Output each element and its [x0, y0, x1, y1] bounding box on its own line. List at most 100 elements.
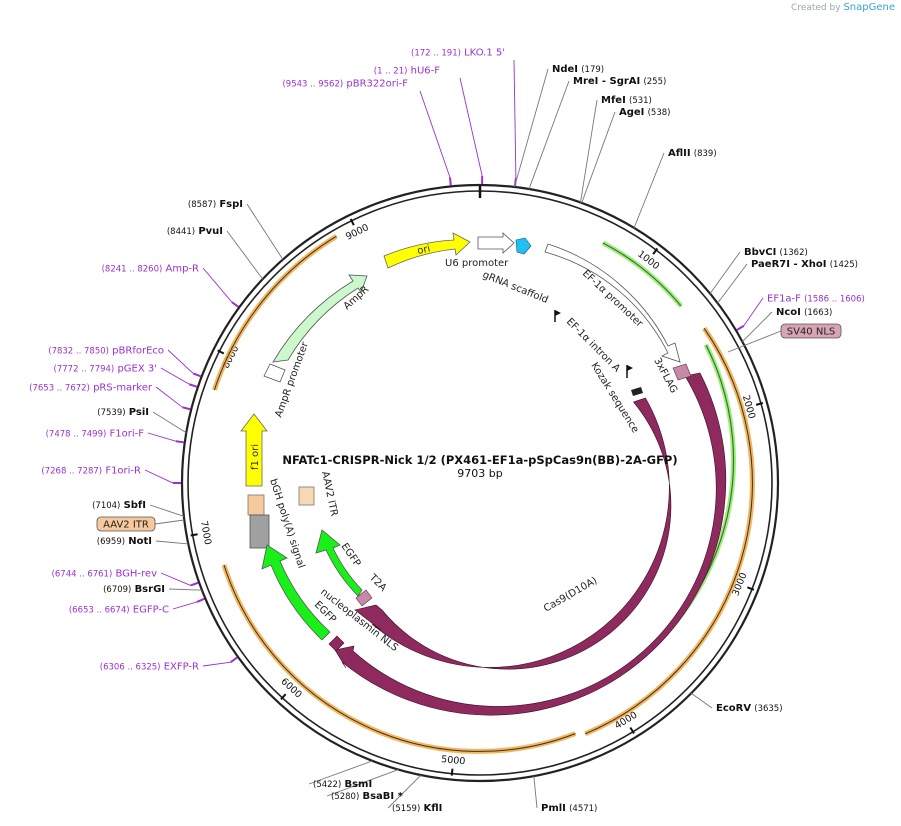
enzyme-position: (6709) [103, 585, 131, 595]
enzyme-label: BbvCI (1362) [744, 247, 808, 258]
enzyme-label: AgeI (538) [619, 107, 670, 118]
primer-range: (7478 .. 7499) [46, 430, 107, 440]
primer-name: BGH-rev [115, 569, 157, 580]
primer-label: (7832 .. 7850) pBRforEco [48, 346, 164, 357]
primer-site [182, 406, 191, 411]
t2a-box [355, 589, 373, 607]
aav2-itr-left-box [247, 494, 265, 516]
enzyme-position: (538) [648, 108, 671, 118]
primer-label: EF1a-F (1586 .. 1606) [767, 294, 865, 305]
enzyme-label: NdeI (179) [552, 64, 604, 75]
enzyme-name: MreI [573, 76, 598, 87]
enzyme-position: (8587) [188, 200, 216, 210]
bgh-box [249, 514, 270, 549]
enzyme-leader [168, 588, 202, 591]
primer-range: (1586 .. 1606) [804, 295, 865, 305]
enzyme-leader [246, 203, 284, 260]
primer-label: (1 .. 21) hU6-F [374, 66, 440, 77]
enzyme-leader [580, 99, 598, 203]
primer-leader [202, 267, 233, 303]
enzyme-name: FspI [219, 199, 243, 210]
tick-mark [280, 693, 287, 701]
enzyme-leader [709, 251, 741, 294]
enzyme-position: (255) [643, 77, 666, 87]
enzyme-extra: - SgrAI [598, 76, 640, 87]
primer-leader [172, 601, 198, 610]
label-cas9-d10a: Cas9(D10A) [542, 575, 599, 614]
ampr-promoter-arrow [263, 363, 286, 383]
enzyme-position: (5280) [331, 792, 359, 802]
primer-site [196, 597, 205, 603]
enzyme-position: (3635) [754, 704, 782, 714]
plasmid-size: 9703 bp [457, 467, 502, 480]
enzyme-name: NcoI [776, 307, 801, 318]
primer-site [190, 581, 199, 587]
snapgene-credit: Created by SnapGene [791, 2, 895, 13]
enzyme-name: BbvCI [744, 247, 776, 258]
enzyme-leader [717, 263, 748, 304]
enzyme-label: (6959) NotI [97, 536, 152, 547]
credit-prefix: Created by [791, 3, 841, 13]
tick-label: 9000 [344, 222, 371, 243]
primer-label: (6306 .. 6325) EXFP-R [100, 662, 199, 673]
enzyme-name: PvuI [198, 226, 223, 237]
primer-site [188, 383, 198, 388]
primer-range: (9543 .. 9562) [282, 80, 343, 90]
primer-label: (7772 .. 7794) pGEX 3' [54, 364, 157, 375]
primer-leader [160, 367, 190, 385]
enzyme-name: BsmI [344, 779, 372, 790]
tick-mark [450, 768, 454, 776]
feature-box-label: AAV2 ITR [103, 520, 149, 531]
primer-range: (6306 .. 6325) [100, 663, 161, 673]
enzyme-leader [149, 504, 185, 517]
primer-name: pBRforEco [112, 346, 164, 357]
primer-range: (8241 .. 8260) [102, 265, 163, 275]
orange-arc-right-line [585, 328, 753, 735]
enzyme-label: (7539) PsiI [97, 407, 149, 418]
enzyme-position: (1362) [780, 248, 808, 258]
primer-range: (7653 .. 7672) [29, 384, 90, 394]
ori-arrow [383, 232, 471, 269]
enzyme-leader [633, 152, 665, 229]
enzyme-name: NdeI [552, 64, 578, 75]
enzyme-extra: * [394, 791, 403, 802]
ef1a-promoter-arrow [544, 243, 681, 363]
enzyme-leader [690, 692, 713, 709]
enzyme-position: (7104) [92, 501, 120, 511]
primer-range: (7268 .. 7287) [41, 467, 102, 477]
primer-label: (7653 .. 7672) pRS-marker [29, 383, 153, 394]
enzyme-name: AgeI [619, 107, 644, 118]
primer-leader [167, 349, 194, 374]
cas9-arc [334, 372, 727, 716]
primer-name: EF1a-F [767, 294, 801, 305]
label-u6-promoter: U6 promoter [445, 258, 509, 269]
enzyme-label: EcoRV (3635) [716, 703, 783, 714]
enzyme-leader [155, 540, 189, 545]
enzyme-name: NotI [128, 536, 152, 547]
label-cas9: Cas9 [607, 635, 634, 658]
feature-box [96, 516, 156, 532]
primer-leader [144, 469, 174, 484]
feature-box-leader [727, 330, 782, 353]
tick-mark [652, 247, 659, 255]
credit-brand: SnapGene [843, 2, 895, 13]
enzyme-leader [308, 760, 373, 785]
enzyme-leader [514, 68, 549, 188]
intron-flag-2 [627, 365, 633, 371]
primer-leader [743, 297, 764, 327]
tick-mark [629, 726, 635, 734]
primer-range: (7772 .. 7794) [54, 365, 115, 375]
primer-name: pBR322ori-F [346, 79, 408, 90]
primer-range: (6653 .. 6674) [69, 606, 130, 616]
primer-site [231, 301, 239, 308]
tick-label: 7000 [198, 520, 213, 546]
enzyme-position: (8441) [167, 227, 195, 237]
enzyme-position: (4571) [569, 804, 597, 814]
enzyme-leader [152, 411, 187, 434]
enzyme-position: (1425) [830, 260, 858, 270]
primer-label: (7478 .. 7499) F1ori-F [46, 429, 145, 440]
primer-name: F1ori-R [105, 466, 141, 477]
grna-scaffold-arrow [515, 237, 532, 255]
plasmid-name: NFATc1-CRISPR-Nick 1/2 (PX461-EF1a-pSpCa… [282, 453, 677, 467]
primer-label: (6653 .. 6674) EGFP-C [69, 605, 169, 616]
